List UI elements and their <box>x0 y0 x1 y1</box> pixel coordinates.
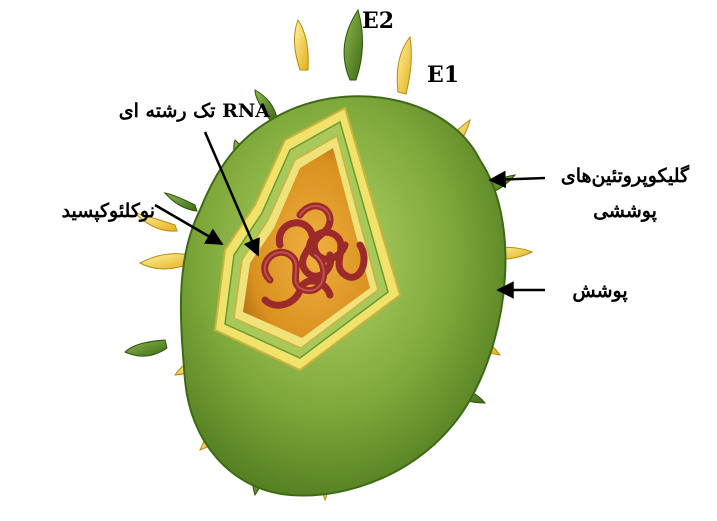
label-nucleocapsid: نوکلئوکپسید <box>5 200 155 222</box>
label-glycoproteins-line1: گلیکوپروتئین‌های <box>540 165 710 187</box>
label-rna: RNA تک رشته ای <box>92 100 270 122</box>
label-glycoproteins-line2: پوششی <box>540 200 710 222</box>
label-e1: E1 <box>427 62 459 88</box>
label-e2: E2 <box>362 8 394 34</box>
label-envelope: پوشش <box>560 280 640 302</box>
